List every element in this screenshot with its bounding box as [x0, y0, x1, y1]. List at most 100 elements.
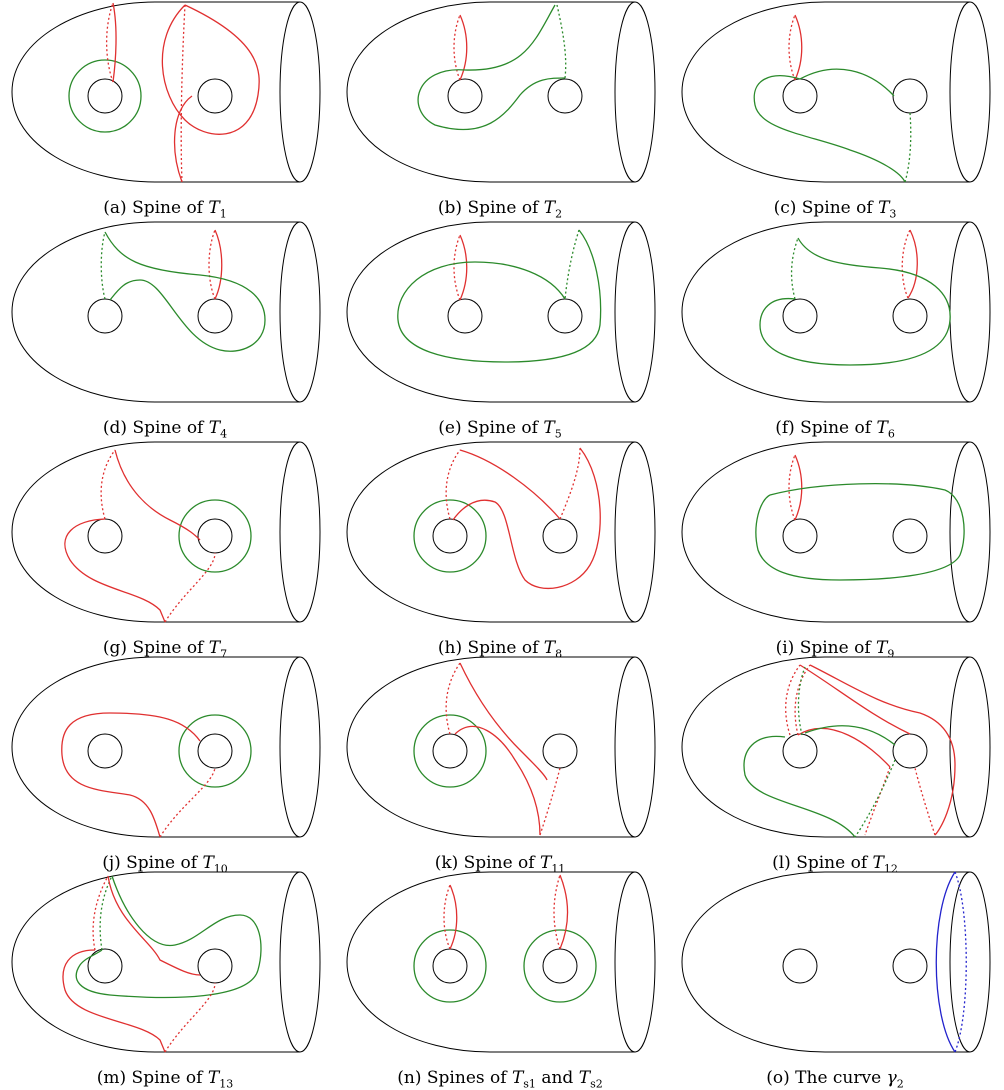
red-curve-hidden [443, 884, 451, 950]
caption: (b) Spine of T2 [335, 198, 665, 220]
boundary-circle [614, 221, 656, 403]
hole-right [197, 948, 233, 984]
hole-left [87, 733, 123, 769]
panel-c: (c) Spine of T3 [670, 0, 1000, 221]
red-curve-hidden [901, 229, 911, 299]
surface-diagram [346, 871, 656, 1053]
surface-diagram [681, 221, 991, 403]
caption-text: (i) Spine of [775, 638, 877, 658]
hole-left [432, 733, 468, 769]
red-curve [559, 874, 569, 950]
green-curve [178, 499, 252, 573]
green-curve [104, 231, 266, 352]
boundary-circle [279, 656, 321, 838]
red-curve [459, 662, 548, 781]
red-curve [797, 727, 891, 768]
green-curve-hidden [100, 231, 106, 300]
green-curve-hidden [556, 4, 567, 79]
surface-outline [11, 221, 300, 403]
red-curve-hidden [453, 234, 461, 301]
boundary-circle [614, 441, 656, 623]
caption-symbol: T [202, 853, 214, 873]
green-curve [799, 68, 895, 97]
caption-symbol: T [876, 638, 888, 658]
surface-outline [346, 221, 635, 403]
surface-outline [346, 871, 635, 1053]
panel-b: (b) Spine of T2 [335, 0, 665, 220]
boundary-circle [279, 221, 321, 403]
red-curve-hidden [445, 662, 461, 735]
surface-outline [681, 1, 970, 183]
panel-g: (g) Spine of T7 [0, 440, 330, 660]
surface-diagram [11, 221, 321, 403]
boundary-circle [279, 871, 321, 1053]
panel-o: (o) The curve γ2 [670, 870, 1000, 1090]
surface-diagram [346, 441, 656, 623]
panel-h: (h) Spine of T8 [335, 440, 665, 660]
hole-left [432, 518, 468, 554]
caption-text: (f) Spine of [775, 418, 877, 438]
green-curve [68, 59, 142, 133]
boundary-circle [949, 221, 991, 403]
boundary-circle [279, 1, 321, 183]
hole-left [447, 78, 483, 114]
panel-e: (e) Spine of T5 [335, 220, 665, 440]
green-curve [75, 875, 262, 999]
hole-right [892, 78, 928, 114]
hole-left [782, 948, 818, 984]
hole-right [197, 298, 233, 334]
red-curve-hidden [164, 552, 216, 623]
red-curve [449, 884, 458, 950]
caption-text: (j) Spine of [102, 853, 203, 873]
red-curve [454, 725, 541, 836]
surface-diagram [681, 871, 991, 1053]
hole-right [892, 733, 928, 769]
caption-subscript: 2 [555, 207, 563, 221]
green-curve [804, 725, 896, 746]
green-curve [755, 483, 965, 581]
caption-text: (b) Spine of [437, 198, 544, 218]
caption: (m) Spine of T13 [0, 1068, 330, 1090]
green-curve [397, 229, 602, 363]
red-curve-hidden [539, 767, 561, 836]
boundary-circle [949, 441, 991, 623]
boundary-circle [614, 871, 656, 1053]
red-curve-hidden [794, 664, 811, 736]
caption-symbol: T [543, 638, 556, 658]
red-curve-hidden [164, 982, 216, 1053]
hole-left [782, 733, 818, 769]
caption-subscript: 3 [889, 207, 897, 221]
hole-right [197, 78, 233, 114]
hole-left [87, 78, 123, 114]
hole-right [892, 518, 928, 554]
hole-right [547, 298, 583, 334]
green-curve [413, 929, 487, 1003]
hole-right [197, 733, 233, 769]
caption-text: (c) Spine of [773, 198, 879, 218]
red-curve [112, 2, 117, 83]
caption-symbol: T [208, 198, 220, 218]
red-curve-hidden [788, 454, 796, 521]
red-curve [173, 95, 193, 183]
caption-subscript: 1 [219, 207, 227, 221]
red-curve-hidden [553, 874, 561, 950]
green-curve [759, 237, 951, 366]
caption-symbol: T [511, 1068, 524, 1088]
caption-text: (n) Spines of [397, 1068, 512, 1088]
surface-outline [681, 656, 970, 838]
boundary-circle [949, 656, 991, 838]
caption-text: (h) Spine of [437, 638, 544, 658]
red-curve [61, 712, 201, 838]
green-curve-hidden [790, 237, 799, 300]
red-curve-hidden [100, 449, 116, 520]
caption-subscript: 9 [887, 647, 895, 661]
hole-left [87, 518, 123, 554]
caption-subscript: 6 [887, 427, 895, 441]
red-curve [809, 664, 956, 836]
boundary-circle [949, 1, 991, 183]
caption-symbol: T [543, 418, 555, 438]
red-curve [794, 454, 803, 521]
panel-l: (l) Spine of T12 [670, 655, 1000, 875]
surface-diagram [346, 1, 656, 183]
surface-diagram [11, 656, 321, 838]
